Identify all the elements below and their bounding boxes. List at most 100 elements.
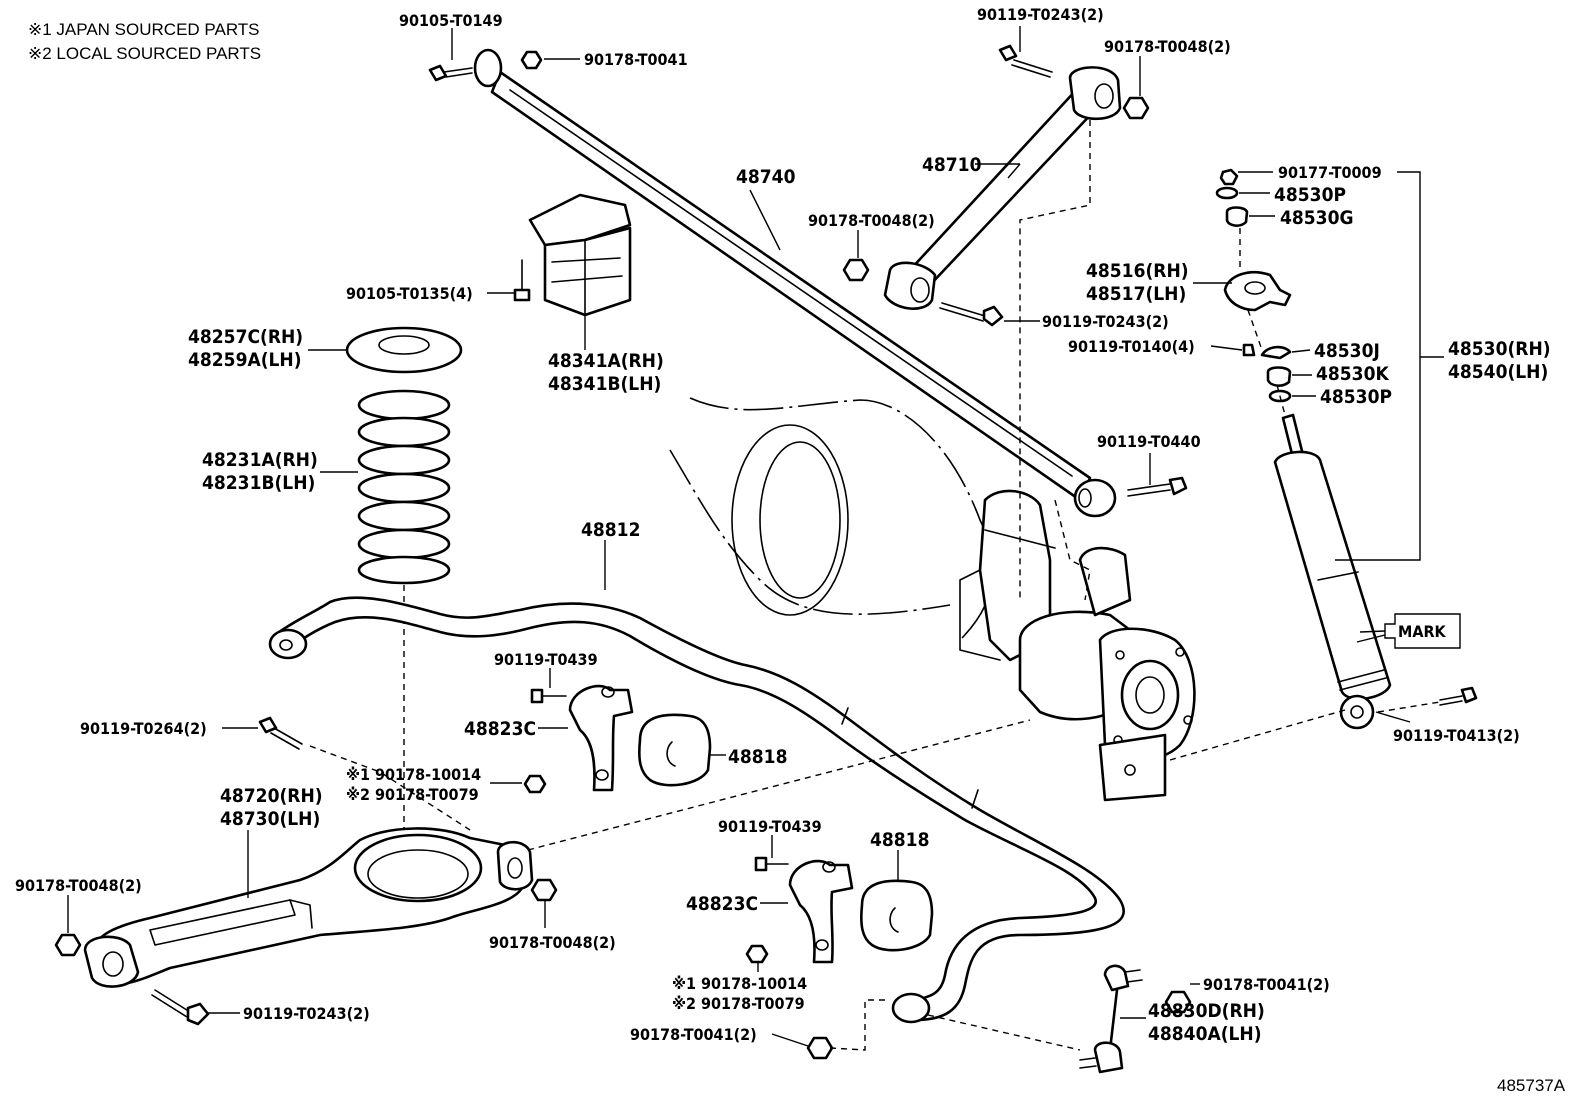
label-48530J: 48530J: [1314, 340, 1380, 362]
label-48516: 48516(RH): [1086, 260, 1189, 282]
stabilizer-bracket-48823C-upper: [568, 684, 634, 792]
nut-90177-T0009: [1219, 168, 1239, 186]
rear-axle-knuckle-hub: [959, 489, 1196, 802]
label-48823C-upper: 48823C: [464, 718, 536, 740]
label-48530P-bottom: 48530P: [1320, 386, 1392, 408]
label-48259A: 48259A(LH): [188, 349, 302, 371]
lateral-rod-48740: [473, 48, 1117, 518]
label-90177-T0009: 90177-T0009: [1278, 163, 1382, 182]
note-local-sourced: ※2 LOCAL SOURCED PARTS: [28, 44, 261, 63]
label-48517: 48517(LH): [1086, 283, 1186, 305]
shock-lower-eye: [1339, 694, 1375, 730]
label-90119-T0243-mid: 90119-T0243(2): [1042, 312, 1169, 331]
label-90105-T0149: 90105-T0149: [399, 11, 503, 30]
nut-90178-T0048-top: [1122, 96, 1150, 120]
label-48341B: 48341B(LH): [548, 373, 661, 395]
stabilizer-bushing-48818-upper: [638, 713, 712, 787]
mark-label: MARK: [1398, 622, 1447, 641]
label-90178-T0079-upper: ※2 90178-T0079: [346, 785, 479, 804]
stabilizer-bushing-48818-lower: [860, 879, 934, 952]
bolt-90119-T0243-mid: [939, 302, 1004, 327]
nut-90178-T0048-left: [54, 933, 82, 957]
label-90119-T0440: 90119-T0440: [1097, 432, 1201, 451]
stabilizer-bar-48812: [268, 596, 1125, 1024]
label-90178-T0048-arm: 90178-T0048(2): [489, 933, 616, 952]
rod-bushing-top: [473, 48, 503, 88]
lower-arm-48720: [83, 827, 534, 988]
stabilizer-bracket-48823C-lower: [788, 859, 854, 964]
label-48540: 48540(LH): [1448, 361, 1548, 383]
label-48710: 48710: [922, 154, 982, 176]
nut-90178-10014-upper: [523, 774, 547, 794]
shock-top-hardware: [1215, 168, 1292, 403]
label-90178-10014-upper: ※1 90178-10014: [346, 765, 481, 784]
assembly-dashed-lines: [309, 120, 1441, 1051]
bolt-90105-T0135: [513, 259, 531, 302]
label-48530G: 48530G: [1280, 207, 1354, 229]
cushion-48530G: [1225, 206, 1249, 227]
nut-90178-T0041-top: [520, 50, 543, 70]
bolt-90119-T0243-bottom: [151, 989, 210, 1026]
shock-mount-48516: [1223, 270, 1292, 312]
bolt-90119-T0140: [1242, 343, 1256, 357]
nut-90178-T0048-mid: [842, 258, 870, 282]
label-48818-upper: 48818: [728, 746, 787, 768]
retainer-48530J: [1260, 345, 1292, 360]
label-48823C-lower: 48823C: [686, 893, 758, 915]
label-90119-T0243-bottom: 90119-T0243(2): [243, 1004, 370, 1023]
spring-bracket-48341: [528, 193, 632, 317]
rod-bushing-bottom: [1073, 478, 1117, 518]
label-90119-T0140: 90119-T0140(4): [1068, 337, 1195, 356]
nut-90178-T0041-right: [1164, 990, 1192, 1014]
label-90105-T0135: 90105-T0135(4): [346, 284, 473, 303]
label-48818-lower: 48818: [870, 829, 929, 851]
label-48840A: 48840A(LH): [1148, 1023, 1262, 1045]
part-number-labels: 90105-T0149 90178-T0041 90119-T0243(2) 9…: [15, 5, 1551, 1045]
label-48720: 48720(RH): [220, 785, 323, 807]
mark-tag: MARK: [1359, 613, 1461, 649]
label-48231B: 48231B(LH): [202, 472, 315, 494]
stabilizer-end-left: [268, 628, 308, 660]
label-48231A: 48231A(RH): [202, 449, 318, 471]
bolt-90119-T0243-top: [998, 44, 1053, 78]
label-48730: 48730(LH): [220, 808, 320, 830]
shock-body: [1273, 450, 1392, 701]
cushion-48530K: [1266, 366, 1292, 387]
coil-spring-48231: [357, 389, 451, 585]
label-90119-T0243-top: 90119-T0243(2): [977, 5, 1104, 24]
bolt-90119-T0439-upper: [530, 688, 544, 704]
label-90178-T0041-top: 90178-T0041: [584, 50, 688, 69]
nut-90178-T0041-bottom: [806, 1036, 834, 1060]
shock-absorber-48530: [1273, 413, 1392, 730]
label-48812: 48812: [581, 519, 640, 541]
label-90119-T0439-upper: 90119-T0439: [494, 650, 598, 669]
axle-housing-outline: [669, 397, 994, 641]
label-90119-T0264: 90119-T0264(2): [80, 719, 207, 738]
label-90178-T0048-mid: 90178-T0048(2): [808, 211, 935, 230]
washer-48530P-top: [1215, 186, 1239, 200]
bolt-90119-T0413: [1439, 686, 1478, 706]
label-90178-T0079-lower: ※2 90178-T0079: [672, 994, 805, 1013]
label-90178-T0041-bottom: 90178-T0041(2): [630, 1025, 757, 1044]
lower-arm-spring-seat: [353, 833, 483, 903]
nut-90178-10014-lower: [745, 944, 769, 964]
label-48530K: 48530K: [1316, 363, 1389, 385]
bolt-90119-T0264: [258, 716, 303, 750]
label-48341A: 48341A(RH): [548, 350, 664, 372]
label-90119-T0413: 90119-T0413(2): [1393, 726, 1520, 745]
bolt-90119-T0439-lower: [754, 856, 768, 872]
label-48530P-top: 48530P: [1274, 184, 1346, 206]
label-48830D: 48830D(RH): [1148, 1000, 1265, 1022]
bolt-90105-T0149: [428, 64, 473, 82]
spring-insulator-48257C: [345, 326, 463, 374]
label-90119-T0439-lower: 90119-T0439: [718, 817, 822, 836]
leader-lines: [67, 26, 1444, 1047]
figure-id: 485737A: [1497, 1076, 1566, 1095]
label-48740: 48740: [736, 166, 796, 188]
stabilizer-end-right: [891, 992, 931, 1024]
bolt-90119-T0440: [1127, 476, 1188, 497]
nut-90178-T0048-arm: [530, 878, 558, 902]
label-90178-T0048-top: 90178-T0048(2): [1104, 37, 1231, 56]
label-48530: 48530(RH): [1448, 338, 1551, 360]
